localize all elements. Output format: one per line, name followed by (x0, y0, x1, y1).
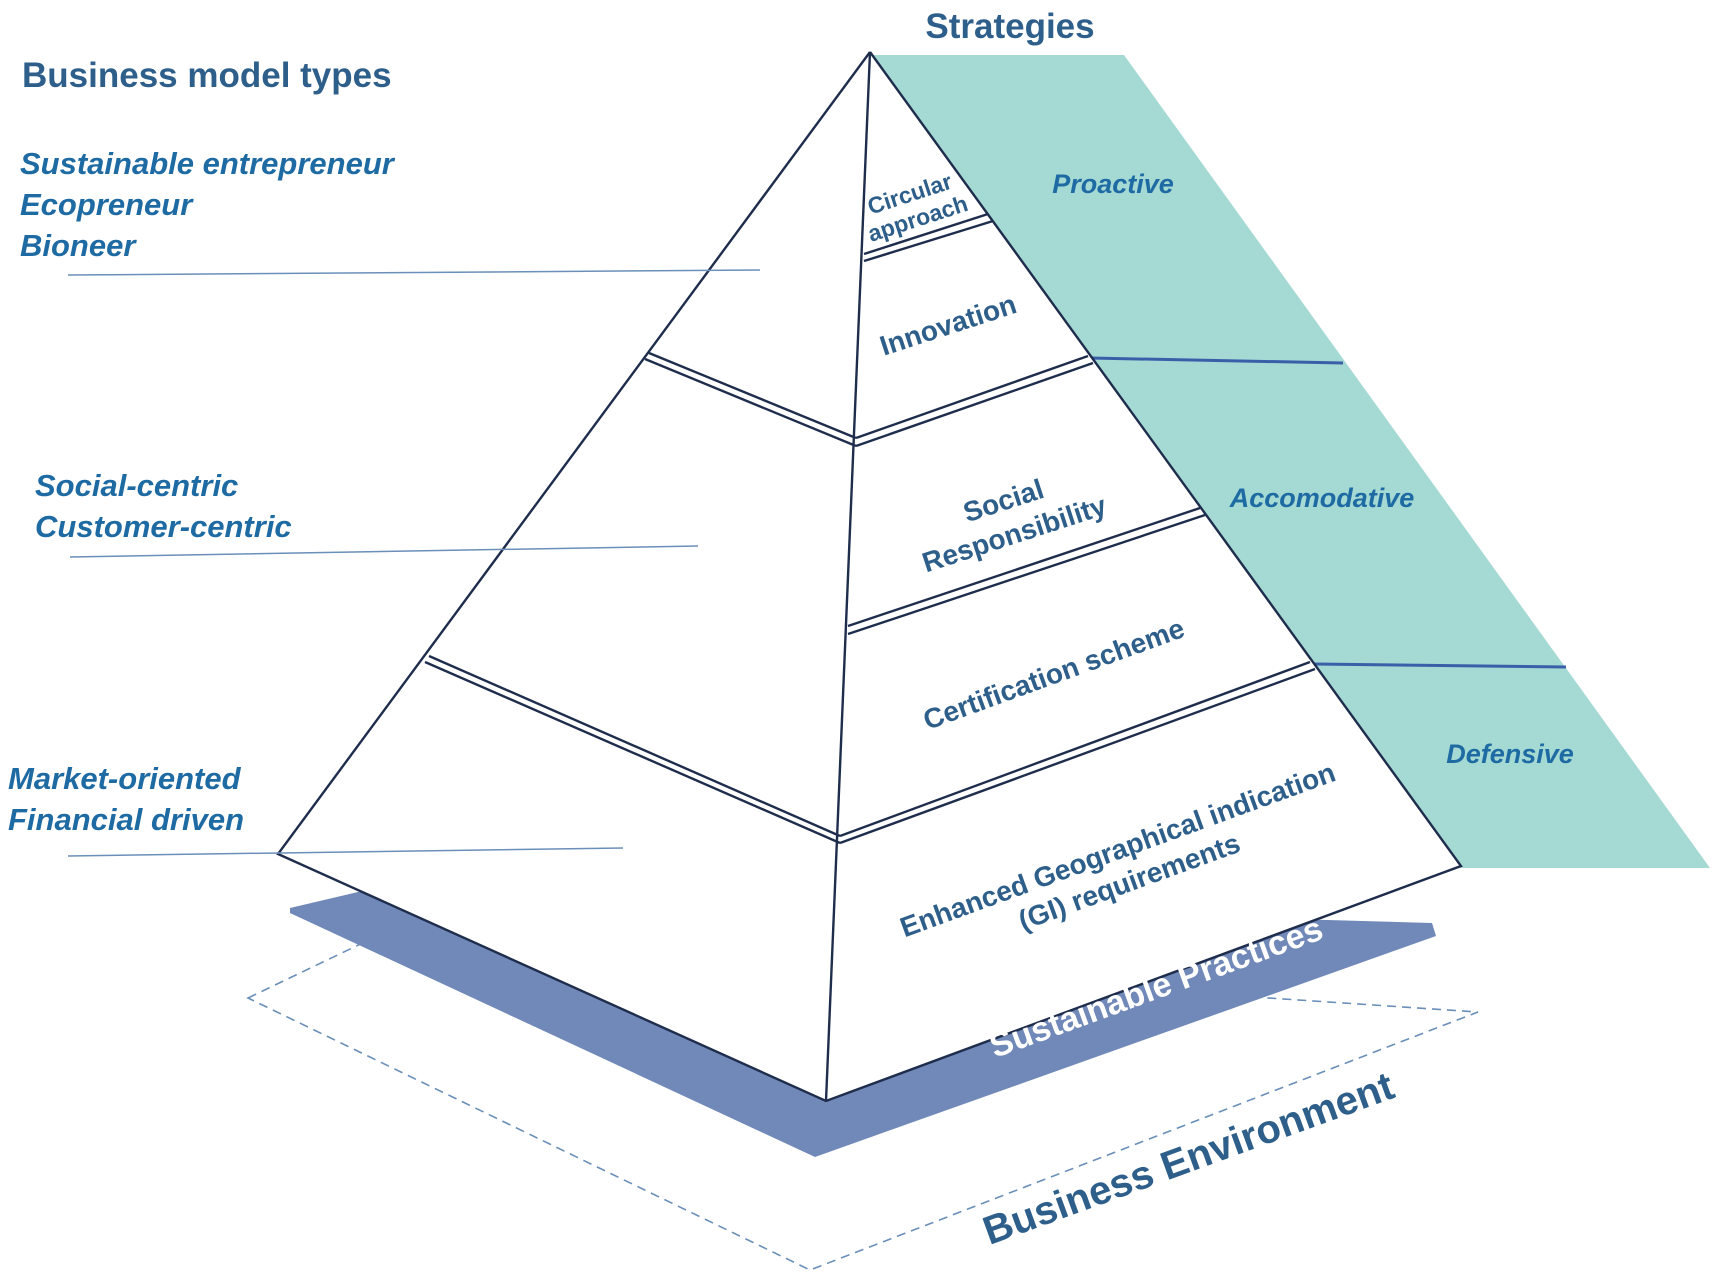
type-financial-driven: Financial driven (8, 802, 244, 837)
strategy-divider-proactive-accommodative (1089, 356, 1344, 365)
heading-business-model-types: Business model types (22, 56, 392, 95)
right-divider-innovation-b (855, 361, 1094, 448)
left-divider-lower-b (424, 660, 841, 845)
pointer-line-bottom (67, 847, 624, 857)
left-divider-upper-b (644, 357, 857, 448)
left-divider-lower (428, 654, 841, 838)
right-divider-certification-b (839, 667, 1316, 845)
pyramid-front-edge (824, 51, 872, 1102)
type-customer-centric: Customer-centric (35, 509, 292, 544)
left-divider-upper (648, 351, 857, 440)
type-ecopreneur: Ecopreneur (20, 187, 194, 222)
heading-strategies: Strategies (925, 7, 1094, 46)
business-environment-outline (246, 937, 1479, 1271)
type-sustainable-entrepreneur: Sustainable entrepreneur (20, 146, 396, 181)
right-divider-certification (839, 660, 1311, 838)
strategy-accommodative: Accomodative (1229, 483, 1415, 513)
strategy-divider-accommodative-defensive (1313, 662, 1567, 669)
right-divider-social (847, 506, 1201, 628)
right-divider-circular-b (863, 219, 994, 263)
right-divider-social-b (847, 513, 1206, 636)
pointer-line-middle (69, 545, 699, 558)
pyramid-left-face (278, 52, 870, 1101)
strategy-proactive: Proactive (1052, 169, 1174, 199)
right-divider-circular (863, 212, 989, 256)
type-bioneer: Bioneer (20, 228, 137, 263)
label-business-environment: Business Environment (977, 1064, 1399, 1254)
type-market-oriented: Market-oriented (8, 761, 242, 796)
pointer-line-top (67, 269, 761, 276)
pyramid-right-face (826, 52, 1461, 1101)
strategy-defensive: Defensive (1446, 739, 1574, 769)
type-social-centric: Social-centric (35, 468, 238, 503)
right-divider-innovation (855, 354, 1089, 440)
